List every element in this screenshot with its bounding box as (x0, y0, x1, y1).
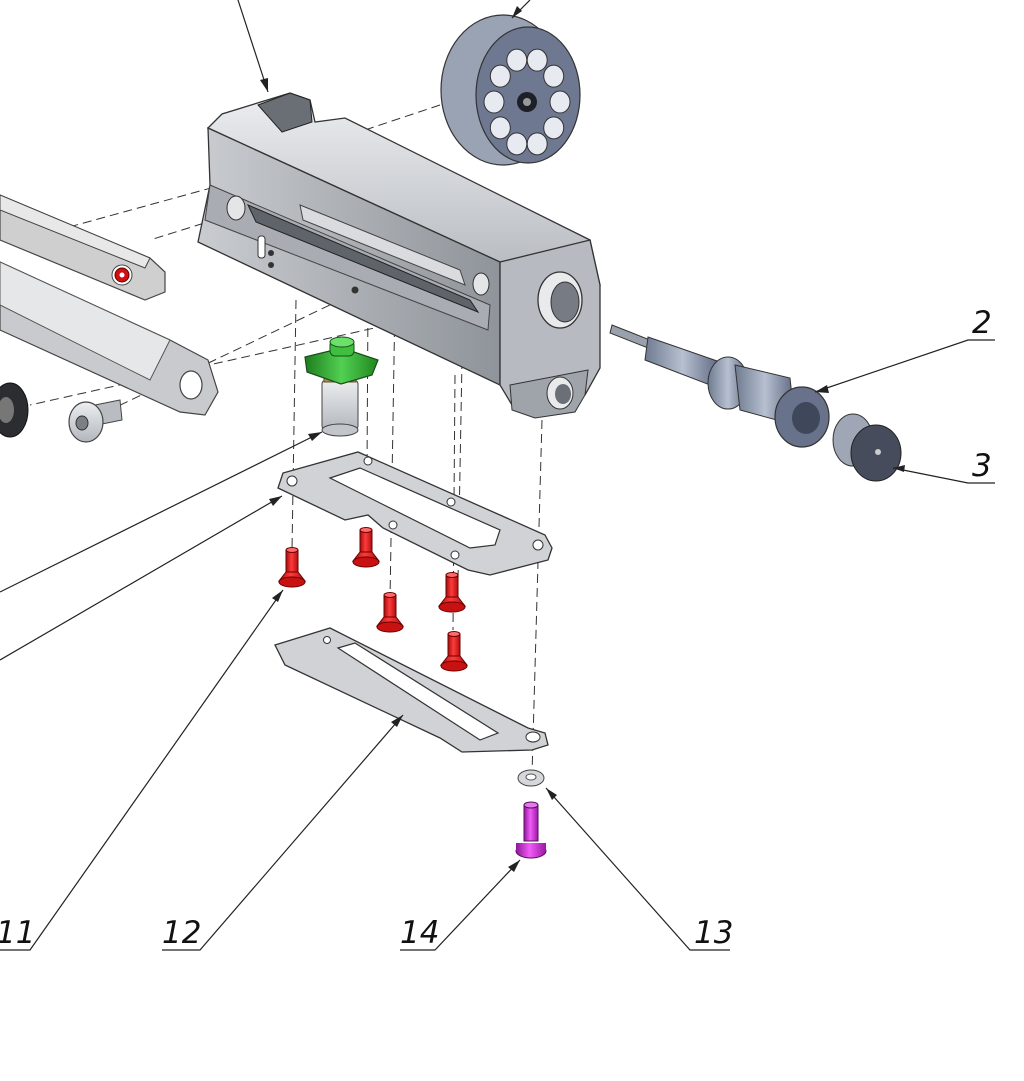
callout-leader-top-magazine (511, 0, 531, 19)
magazine-chamber (543, 116, 565, 140)
callout-3: 3 (972, 448, 992, 484)
red-screws-group (277, 527, 469, 672)
red-screw (277, 547, 307, 588)
callout-14: 14 (400, 915, 439, 951)
end-cap (832, 413, 902, 482)
magazine-chamber (526, 132, 548, 156)
red-screw (375, 592, 405, 633)
magazine-chamber (483, 90, 505, 114)
left-bushing (0, 382, 29, 438)
red-screw (439, 631, 469, 672)
callout-2: 2 (972, 305, 992, 341)
lower-link-bar (0, 261, 219, 416)
callout-labels: 2 3 11 12 13 14 (0, 305, 992, 951)
red-screw (351, 527, 381, 568)
washer-part-13 (517, 769, 545, 787)
magazine-chamber (506, 132, 528, 156)
revolver-magazine (440, 14, 581, 166)
callout-12: 12 (162, 915, 201, 951)
button-head-screw (68, 399, 123, 443)
valve-cartridge (304, 336, 379, 437)
magazine-chamber (543, 64, 565, 88)
callout-13: 13 (694, 915, 733, 951)
callout-11: 11 (0, 915, 35, 951)
callout-leaders (0, 339, 995, 951)
magazine-chamber (506, 48, 528, 72)
pin-part-14 (515, 801, 547, 859)
magazine-chamber (549, 90, 571, 114)
magazine-chamber (489, 64, 511, 88)
magazine-chamber (526, 48, 548, 72)
frame-part-12 (274, 627, 549, 753)
barrel-piston-assembly (609, 324, 830, 448)
mounting-plate (277, 451, 553, 576)
upper-link-bar (0, 194, 166, 301)
red-screw (437, 572, 467, 613)
magazine-chamber (489, 116, 511, 140)
callout-leader-top-receiver (237, 0, 269, 93)
receiver-body (197, 92, 601, 419)
